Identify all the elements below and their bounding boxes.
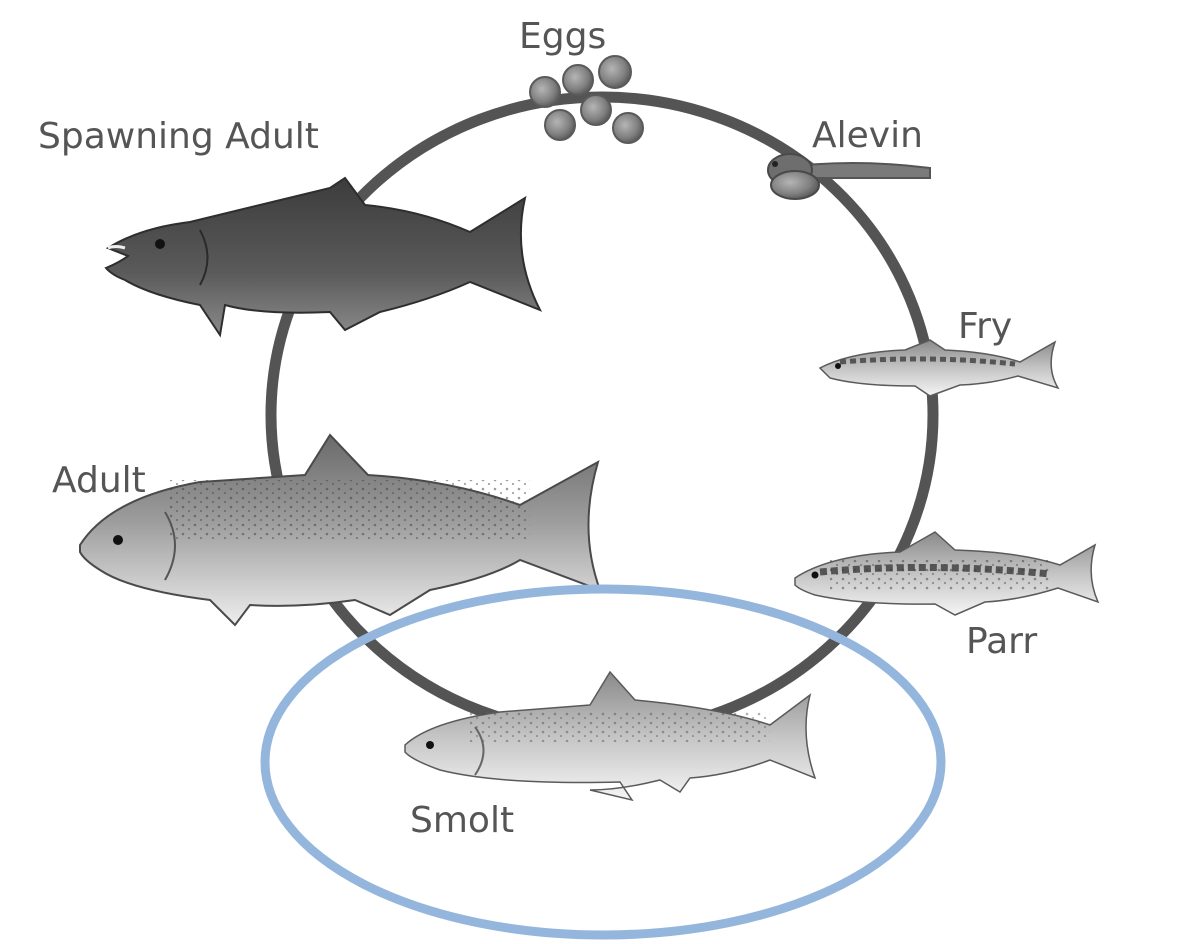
label-eggs: Eggs: [519, 16, 606, 57]
label-alevin: Alevin: [812, 115, 923, 156]
spawning-adult-fish-illustration: [106, 178, 540, 335]
smolt-fish-illustration: [405, 672, 815, 800]
label-smolt: Smolt: [410, 800, 514, 841]
label-parr: Parr: [966, 621, 1037, 662]
label-fry: Fry: [958, 306, 1012, 347]
alevin-illustration: [768, 154, 930, 199]
label-spawning-adult: Spawning Adult: [38, 116, 319, 157]
parr-fish-illustration: [795, 532, 1098, 615]
fry-fish-illustration: [820, 340, 1058, 396]
label-adult: Adult: [52, 460, 146, 501]
